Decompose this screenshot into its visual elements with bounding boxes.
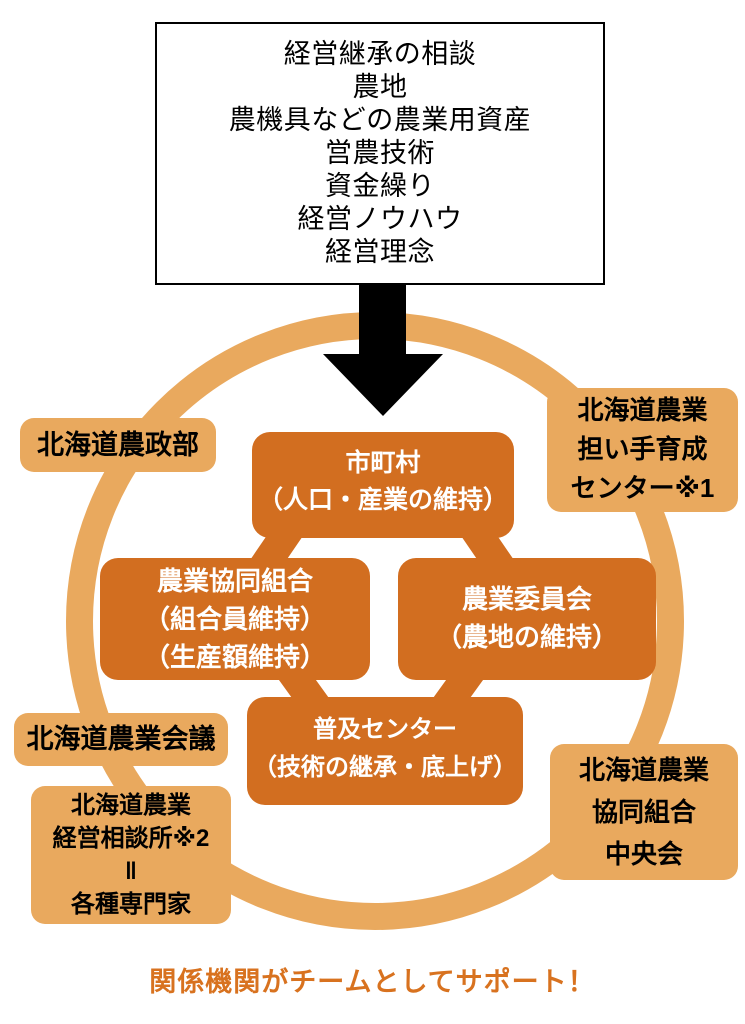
hokkaido-farmer-training-center-box: 北海道農業 担い手育成 センター※1 xyxy=(547,388,738,512)
municipality-box: 市町村 （人口・産業の維持） xyxy=(252,432,514,538)
topic-line: 農地 xyxy=(352,72,408,102)
box-line: 市町村 xyxy=(345,449,421,477)
box-line: 北海道農政部 xyxy=(37,430,199,460)
down-arrow-icon xyxy=(323,354,443,416)
box-line: （組合員維持） xyxy=(143,604,326,634)
topic-line: 経営ノウハウ xyxy=(297,204,463,234)
box-line: （人口・産業の維持） xyxy=(257,486,508,514)
box-line: 協同組合 xyxy=(591,797,696,827)
box-line: 北海道農業 xyxy=(577,395,708,425)
box-line: センター※1 xyxy=(570,473,715,503)
topic-line: 経営理念 xyxy=(325,237,435,267)
box-line: 経営相談所※2 xyxy=(52,825,210,852)
box-line: （農地の維持） xyxy=(435,622,618,652)
caption: 関係機関がチームとしてサポート！ xyxy=(149,967,596,997)
agri-committee-box: 農業委員会 （農地の維持） xyxy=(398,558,656,680)
box-line: （技術の継承・底上げ） xyxy=(253,754,517,781)
topic-line: 営農技術 xyxy=(325,138,435,168)
topic-line: 農機具などの農業用資産 xyxy=(228,105,532,135)
hokkaido-agri-conference-box: 北海道農業会議 xyxy=(14,713,228,766)
box-line: （生産額維持） xyxy=(143,642,326,672)
topic-line: 資金繰り xyxy=(325,171,435,201)
agri-coop-box: 農業協同組合 （組合員維持） （生産額維持） xyxy=(100,558,370,680)
box-line: 北海道農業 xyxy=(578,755,709,785)
hokkaido-ja-central-union-box: 北海道農業 協同組合 中央会 xyxy=(550,744,738,880)
box-line: 担い手育成 xyxy=(577,434,708,464)
box-line: 各種専門家 xyxy=(71,891,191,918)
hokkaido-agri-dept-box: 北海道農政部 xyxy=(20,418,216,472)
box-line: 農業協同組合 xyxy=(156,566,313,596)
box-line: 北海道農業 xyxy=(71,792,191,819)
extension-center-box: 普及センター （技術の継承・底上げ） xyxy=(247,697,523,805)
box-line: 農業委員会 xyxy=(461,584,592,614)
topic-line: 経営継承の相談 xyxy=(283,39,477,69)
box-line: 北海道農業会議 xyxy=(26,724,216,754)
down-arrow-icon xyxy=(359,283,406,356)
box-line: 中央会 xyxy=(604,839,683,869)
box-line: ‖ xyxy=(125,858,137,885)
succession-topics-box: 経営継承の相談 農地 農機具などの農業用資産 営農技術 資金繰り 経営ノウハウ … xyxy=(155,22,605,285)
hokkaido-agri-consultation-box: 北海道農業 経営相談所※2 ‖ 各種専門家 xyxy=(31,786,231,924)
box-line: 普及センター xyxy=(313,716,457,743)
